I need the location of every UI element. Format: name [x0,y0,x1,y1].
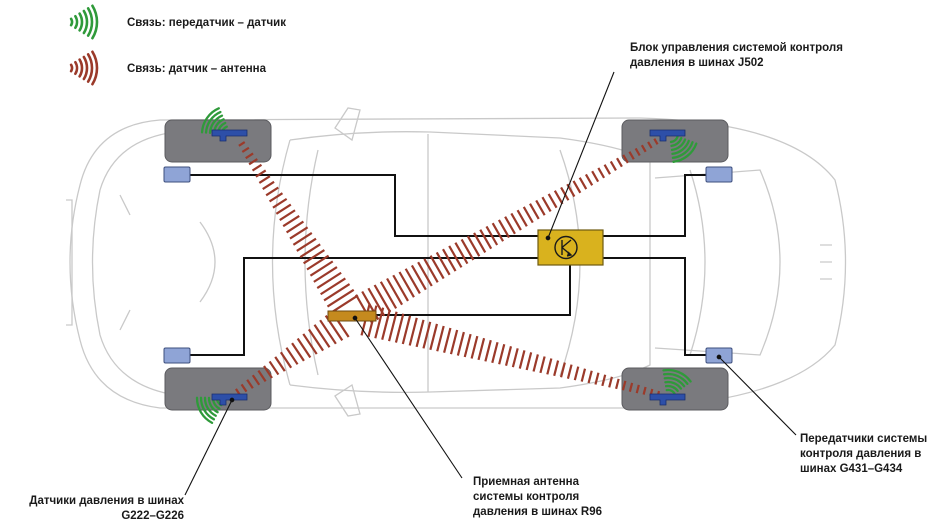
transmitters-label-line-1: Передатчики системы [800,433,928,445]
antenna-r96 [327,310,377,322]
legend-transmitter-sensor-label: Связь: передатчик – датчик [127,17,286,29]
transistor-symbol-icon [554,235,578,260]
red-waves [235,138,661,398]
transmitter-rear-left [705,166,733,183]
control-unit-label-line-1: Блок управления системой контроля [630,42,843,54]
wheel-front-left [164,119,272,163]
control-unit-j502 [537,229,604,266]
legend-green-icon [69,4,99,40]
sensor-rear-left [649,129,686,142]
control-unit-label: Блок управления системой контроля давлен… [630,41,843,71]
legend-sensor-antenna-label: Связь: датчик – антенна [127,63,267,75]
antenna-label-line-3: давления в шинах R96 [473,506,603,518]
tire-pressure-sensors [211,129,686,406]
wiring [190,174,706,356]
sensor-front-right [211,393,248,406]
control-unit-label-line-2: давления в шинах J502 [630,57,764,69]
antenna-label: Приемная антенна системы контроля давлен… [473,475,602,520]
sensors-label-line-2: G222–G226 [121,510,184,522]
legend-red-icon [69,50,99,86]
sensor-rear-right [649,393,686,406]
sensor-front-left [211,129,248,142]
transmitter-front-right [163,347,191,364]
leader-lines [184,71,797,496]
transmitters-label-line-3: шинах G431–G434 [800,463,903,475]
transmitters-label-line-2: контроля давления в [800,448,922,460]
transmitter-front-left [163,166,191,183]
transmitters-label: Передатчики системы контроля давления в … [800,432,927,477]
antenna-label-line-2: системы контроля [473,491,580,503]
sensors-label: Датчики давления в шинах G222–G226 [4,494,184,524]
antenna-label-line-1: Приемная антенна [473,476,580,488]
green-waves [195,107,698,424]
sensors-label-line-1: Датчики давления в шинах [29,495,184,507]
